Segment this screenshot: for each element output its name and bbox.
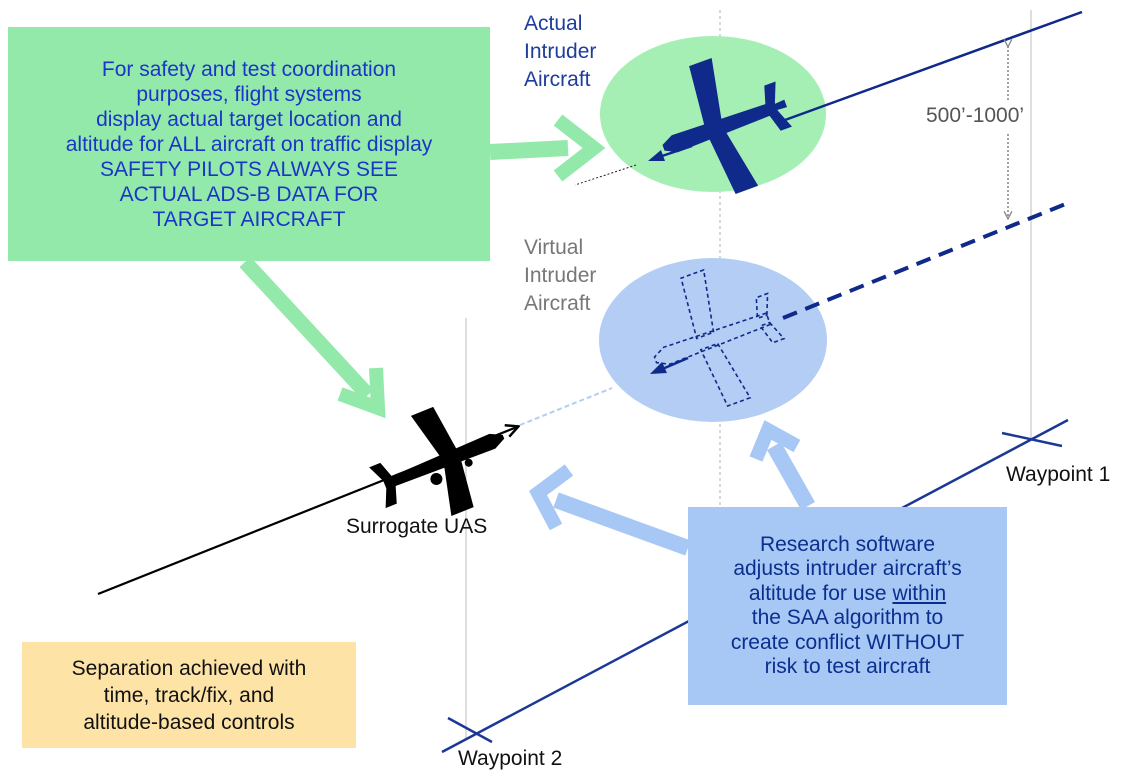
actual-intruder-label: Actual Intruder Aircraft — [524, 10, 596, 94]
callout-line: altitude for ALL aircraft on traffic dis… — [65, 132, 433, 156]
blue-callout-arrow-to-uas — [529, 464, 691, 556]
label-line: Aircraft — [524, 292, 591, 315]
callout-line: the SAA algorithm to — [751, 606, 944, 629]
label-line: Aircraft — [524, 68, 591, 91]
callout-line: create conflict WITHOUT — [730, 630, 965, 654]
callout-line: altitude-based controls — [83, 710, 295, 734]
waypoint2-label: Waypoint 2 — [458, 747, 563, 770]
actual-intruder-track — [784, 10, 1083, 122]
virtual-intruder-track — [782, 201, 1069, 320]
virtual-heading-arrow — [650, 356, 689, 374]
waypoint1-label: Waypoint 1 — [1006, 463, 1111, 486]
callout-line: adjusts intruder aircraft’s — [733, 557, 962, 580]
callout-line: altitude for use within — [749, 582, 946, 607]
virtual-intruder-ellipse — [599, 258, 827, 422]
green-callout-arrow-to-actual — [489, 114, 606, 182]
surrogate-track-extension — [519, 387, 613, 426]
waypoint1-tick — [1001, 431, 1063, 448]
green-callout-arrow-to-uas — [239, 256, 386, 419]
label-line: Actual — [524, 12, 583, 35]
label-line: Intruder — [524, 40, 597, 63]
label-line: Intruder — [524, 264, 597, 287]
research-software-callout: Research software adjusts intruder aircr… — [688, 507, 1007, 705]
separation-callout: Separation achieved with time, track/fix… — [22, 642, 356, 748]
waypoint2-tick — [447, 716, 493, 744]
blue-callout-arrow-to-virtual — [749, 420, 815, 510]
altitude-separation-label: 500’-1000’ — [924, 100, 1027, 132]
callout-emphasis: within — [892, 581, 947, 605]
label-line: Virtual — [524, 236, 584, 259]
surrogate-uas-label: Surrogate UAS — [346, 515, 488, 538]
surrogate-uas-aircraft-icon — [369, 406, 505, 517]
callout-line: purposes, flight systems — [136, 82, 362, 106]
virtual-intruder-label: Virtual Intruder Aircraft — [524, 234, 596, 318]
callout-line: risk to test aircraft — [764, 655, 931, 678]
callout-line: TARGET AIRCRAFT — [152, 207, 346, 231]
callout-text: altitude for use — [748, 581, 893, 605]
actual-intruder-heading-dotted — [574, 164, 637, 186]
safety-coordination-callout: For safety and test coordination purpose… — [8, 27, 490, 261]
callout-line: SAFETY PILOTS ALWAYS SEE — [100, 157, 398, 181]
callout-line: time, track/fix, and — [103, 683, 275, 707]
callout-line: For safety and test coordination — [101, 57, 397, 81]
actual-intruder-aircraft-icon — [662, 57, 792, 194]
virtual-intruder-aircraft-icon — [653, 268, 786, 407]
callout-line: Research software — [759, 532, 936, 556]
callout-line: display actual target location and — [96, 107, 402, 131]
callout-line: Separation achieved with — [71, 656, 307, 680]
callout-line: ACTUAL ADS-B DATA FOR — [119, 182, 379, 206]
